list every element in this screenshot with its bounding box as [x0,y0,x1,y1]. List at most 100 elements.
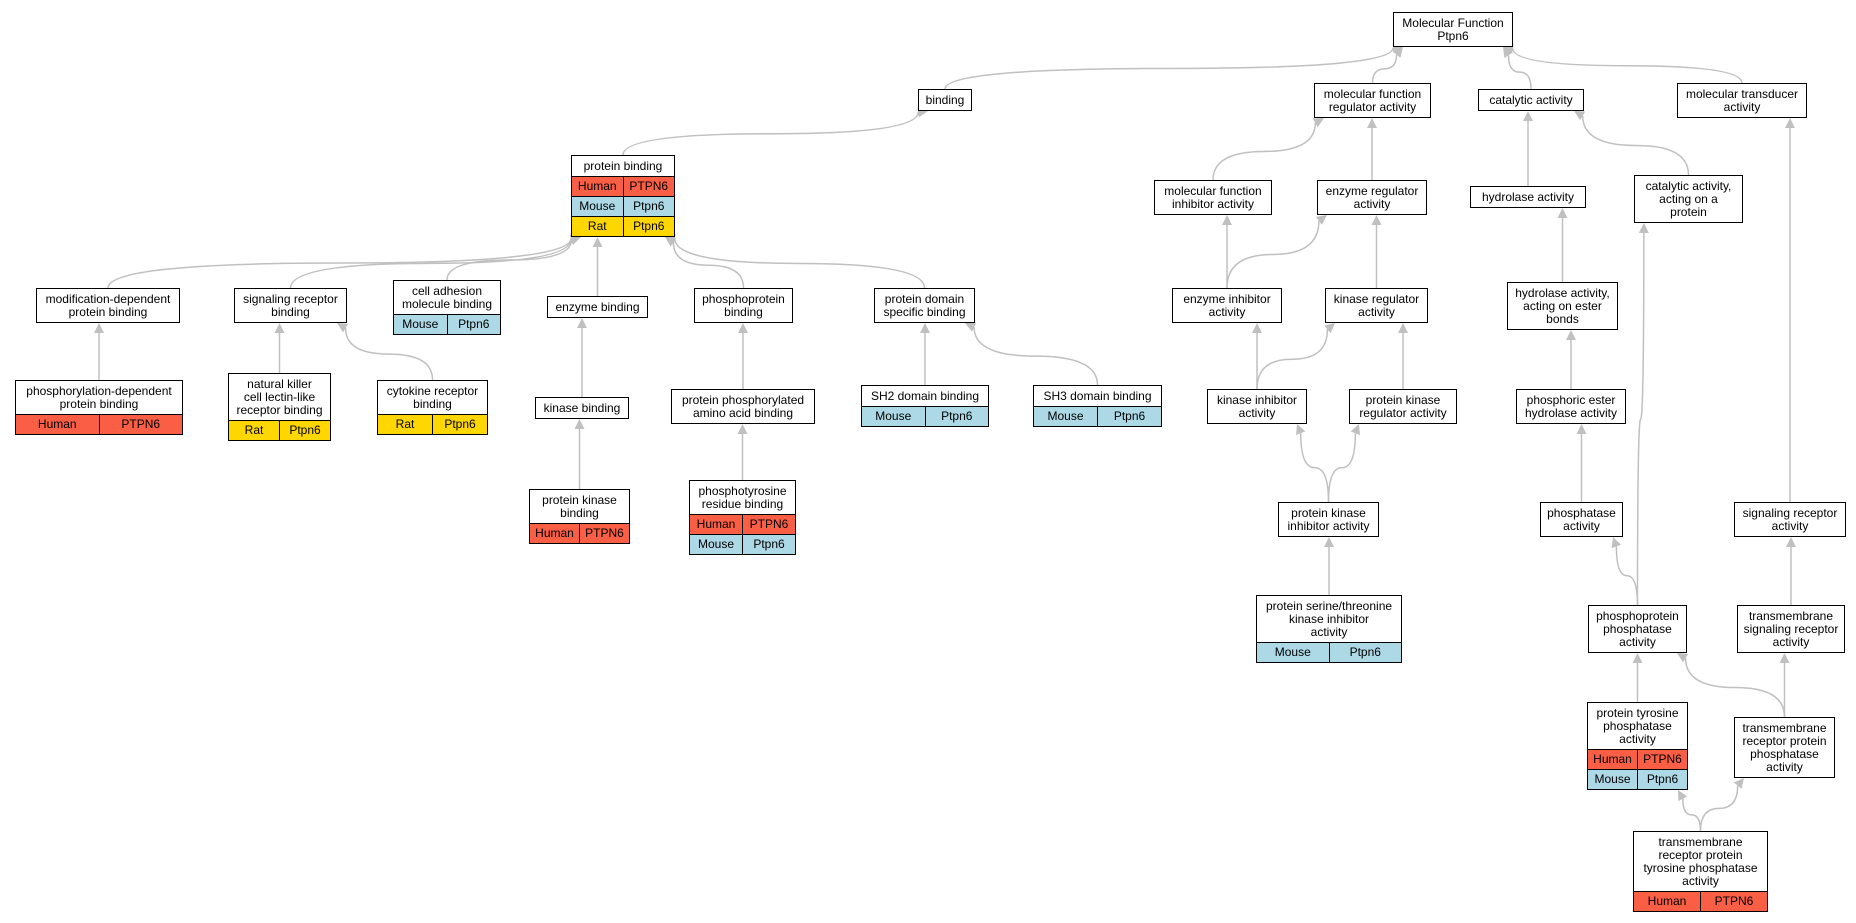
edge-line [1615,546,1639,606]
arrowhead [1312,118,1324,128]
arrowhead [737,424,748,434]
arrowhead [1677,653,1689,663]
go-term-label: transmembrane receptor protein tyrosine … [1643,835,1758,888]
arrowhead [1350,424,1361,436]
gene-label: Ptpn6 [279,421,330,440]
go-term-label: enzyme regulator activity [1325,184,1419,211]
gene-label: PTPN6 [579,524,629,543]
go-term-node: transmembrane receptor protein tyrosine … [1633,831,1768,912]
arrowhead [1638,223,1649,234]
go-term-node: protein kinase regulator activity [1349,389,1457,424]
go-term-node: phosphoprotein binding [694,288,793,323]
gene-label: Ptpn6 [622,197,675,216]
go-term-node: molecular transducer activity [1677,83,1807,118]
species-gene-row: Human PTPN6 [530,523,629,543]
arrowhead [920,323,930,333]
species-label: Rat [587,219,607,233]
go-term-label: signaling receptor binding [243,292,338,319]
go-term-node: hydrolase activity, acting on ester bond… [1507,282,1618,330]
go-term-label: binding [925,93,965,107]
go-term-node: modification-dependent protein binding [36,288,180,323]
arrowhead [337,323,349,333]
go-term-node: transmembrane signaling receptor activit… [1737,605,1845,653]
go-term-node: phosphorylation-dependent protein bindin… [15,380,183,435]
go-term-label: protein tyrosine phosphatase activity [1596,706,1679,746]
gene-label: Ptpn6 [1328,643,1402,662]
go-term-node: phosphatase activity [1540,502,1623,537]
go-term-node: enzyme regulator activity [1317,180,1427,215]
go-term-label: protein kinase inhibitor activity [1287,506,1370,533]
edge-line [1256,329,1329,390]
go-term-node: protein kinase inhibitor activity [1278,502,1379,537]
arrowhead [1576,424,1587,434]
go-term-label: SH2 domain binding [870,389,980,403]
go-term-label: phosphotyrosine residue binding [698,484,787,511]
arrowhead [1523,111,1533,121]
go-term-label: kinase binding [543,401,621,415]
go-term-node: enzyme inhibitor activity [1172,288,1282,323]
gene-label: Ptpn6 [446,315,501,334]
go-term-label: protein kinase binding [542,493,617,520]
gene-label: PTPN6 [98,415,183,434]
species-label: Human [37,417,77,431]
go-term-node: catalytic activity [1478,89,1584,111]
species-label: Mouse [1274,645,1311,659]
go-term-label: protein domain specific binding [883,292,966,319]
go-term-label: phosphoprotein binding [702,292,785,319]
gene-label: Ptpn6 [432,415,487,434]
arrowhead [577,318,587,328]
go-term-node: Molecular Function Ptpn6 [1393,12,1513,47]
go-term-label: phosphoric ester hydrolase activity [1524,393,1618,420]
gene-label: PTPN6 [622,177,675,196]
arrowhead [1574,111,1586,121]
go-term-label: molecular function inhibitor activity [1164,184,1262,211]
arrowhead [94,323,104,333]
go-term-label: protein kinase regulator activity [1359,393,1447,420]
go-term-node: kinase regulator activity [1325,288,1428,323]
go-term-label: transmembrane signaling receptor activit… [1743,609,1839,649]
go-term-node: transmembrane receptor protein phosphata… [1734,717,1835,778]
go-term-node: protein phosphorylated amino acid bindin… [671,389,815,424]
arrowhead [1611,537,1622,549]
edge-line [1371,54,1398,84]
go-term-node: phosphoprotein phosphatase activity [1588,605,1687,653]
go-term-label: cell adhesion molecule binding [401,284,493,311]
arrowhead [1324,537,1334,547]
arrowhead [1252,323,1262,333]
go-term-node: binding [918,89,972,111]
go-term-node: protein serine/threonine kinase inhibito… [1256,595,1402,663]
arrowhead [1315,215,1327,225]
edge-line [1507,55,1532,90]
go-term-label: catalytic activity [1489,93,1573,107]
species-label: Human [1647,894,1687,908]
go-term-label: kinase inhibitor activity [1216,393,1298,420]
go-term-node: natural killer cell lectin-like receptor… [228,373,331,441]
gene-label: Ptpn6 [924,407,989,426]
go-term-label: protein phosphorylated amino acid bindin… [681,393,805,420]
gene-label: Ptpn6 [622,217,675,236]
go-term-node: kinase inhibitor activity [1207,389,1307,424]
go-term-node: signaling receptor activity [1734,502,1846,537]
go-term-label: hydrolase activity [1481,190,1575,204]
arrowhead [738,323,748,333]
edge-line [107,237,572,289]
gene-label: Ptpn6 [742,535,795,554]
go-term-node: molecular function inhibitor activity [1154,180,1272,215]
go-term-label: natural killer cell lectin-like receptor… [236,377,323,417]
edge-line [672,242,745,289]
species-label: Human [535,526,574,540]
arrowhead [592,237,603,247]
arrowhead [574,419,585,429]
